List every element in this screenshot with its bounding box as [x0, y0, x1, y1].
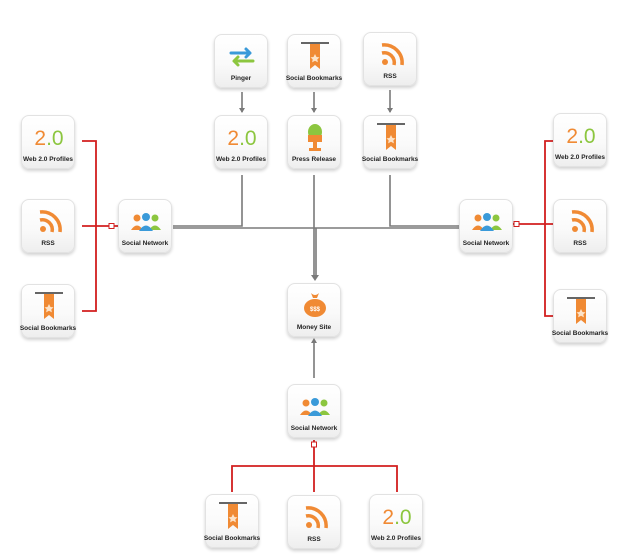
node-label: RSS	[307, 536, 321, 543]
svg-text:$$$: $$$	[310, 307, 321, 313]
svg-text:2.0: 2.0	[566, 125, 595, 148]
people-icon	[131, 213, 161, 231]
pinger-arrows-icon	[229, 47, 255, 67]
node-label: Pinger	[230, 75, 252, 82]
node-label: Press Release	[291, 156, 337, 163]
rss-icon	[39, 210, 62, 233]
social-network-bottom-node[interactable]: Social Network	[287, 384, 341, 438]
svg-text:2.0: 2.0	[382, 506, 411, 529]
web20-profiles-left-node[interactable]: 2.0 Web 2.0 Profiles	[21, 115, 75, 169]
joint-marker	[513, 221, 520, 227]
node-label: Money Site	[296, 324, 332, 331]
node-label: Social Network	[462, 240, 510, 247]
web20-profiles-right-node[interactable]: 2.0 Web 2.0 Profiles	[553, 113, 607, 167]
node-label: Social Bookmarks	[551, 330, 609, 337]
node-label: Social Network	[290, 425, 338, 432]
bookmark-icon	[219, 502, 247, 529]
social-bookmarks-center-node[interactable]: Social Bookmarks	[362, 115, 418, 169]
people-icon	[300, 398, 330, 416]
node-label: Web 2.0 Profiles	[370, 535, 422, 542]
money-site-node[interactable]: $$$ Money Site	[287, 283, 341, 337]
people-icon	[472, 213, 502, 231]
bottom-red-right	[314, 465, 398, 492]
web20-profiles-bottom-node[interactable]: 2.0 Web 2.0 Profiles	[369, 494, 423, 548]
web20-icon: 2.0	[227, 127, 256, 150]
node-label: Social Bookmarks	[19, 325, 77, 332]
svg-text:2.0: 2.0	[34, 127, 63, 150]
bookmark-icon	[377, 123, 405, 150]
pinger-node[interactable]: Pinger	[214, 34, 268, 88]
web20-to-bus-link	[173, 175, 243, 227]
social-bookmarks-bottom-node[interactable]: Social Bookmarks	[204, 494, 260, 548]
rss-icon	[381, 43, 404, 66]
web20-icon: 2.0	[566, 125, 595, 148]
social-network-right-node[interactable]: Social Network	[459, 199, 513, 253]
node-label: RSS	[41, 240, 55, 247]
node-label: Social Bookmarks	[285, 75, 343, 82]
node-label: Web 2.0 Profiles	[554, 154, 606, 161]
rss-icon	[305, 506, 328, 529]
arrow-head	[387, 108, 393, 113]
social-bookmarks-right-node[interactable]: Social Bookmarks	[552, 289, 608, 343]
node-label: RSS	[383, 73, 397, 80]
press-release-node[interactable]: Press Release	[287, 115, 341, 169]
web20-icon: 2.0	[382, 506, 411, 529]
social-bookmarks-left-node[interactable]: Social Bookmarks	[20, 284, 76, 338]
svg-text:2.0: 2.0	[227, 127, 256, 150]
bottom-red-left	[231, 440, 315, 492]
rss-icon	[571, 210, 594, 233]
rss-right-node[interactable]: RSS	[553, 199, 607, 253]
bookmark-icon	[301, 42, 329, 69]
arrow-head	[311, 338, 317, 343]
arrow-head	[239, 108, 245, 113]
rss-top-node[interactable]: RSS	[363, 32, 417, 86]
node-label: Web 2.0 Profiles	[22, 156, 74, 163]
node-label: Social Network	[121, 240, 169, 247]
node-label: Social Bookmarks	[361, 156, 419, 163]
joint-marker	[108, 223, 115, 229]
bookmark-icon	[567, 297, 595, 324]
node-label: Social Bookmarks	[203, 535, 261, 542]
web20-profiles-center-node[interactable]: 2.0 Web 2.0 Profiles	[214, 115, 268, 169]
right-red-bracket	[544, 140, 553, 317]
bookmark-icon	[35, 292, 63, 319]
social-bookmarks-top-node[interactable]: Social Bookmarks	[286, 34, 342, 88]
press-release-icon	[308, 124, 322, 151]
joint-marker	[311, 441, 317, 448]
bookmarks-to-bus-link	[389, 175, 460, 227]
web20-icon: 2.0	[34, 127, 63, 150]
node-label: Web 2.0 Profiles	[215, 156, 267, 163]
arrow-head	[311, 108, 317, 113]
money-bag-icon: $$$	[304, 293, 326, 317]
rss-bottom-node[interactable]: RSS	[287, 495, 341, 549]
arrow-head	[311, 275, 319, 281]
social-network-left-node[interactable]: Social Network	[118, 199, 172, 253]
rss-left-node[interactable]: RSS	[21, 199, 75, 253]
node-label: RSS	[573, 240, 587, 247]
